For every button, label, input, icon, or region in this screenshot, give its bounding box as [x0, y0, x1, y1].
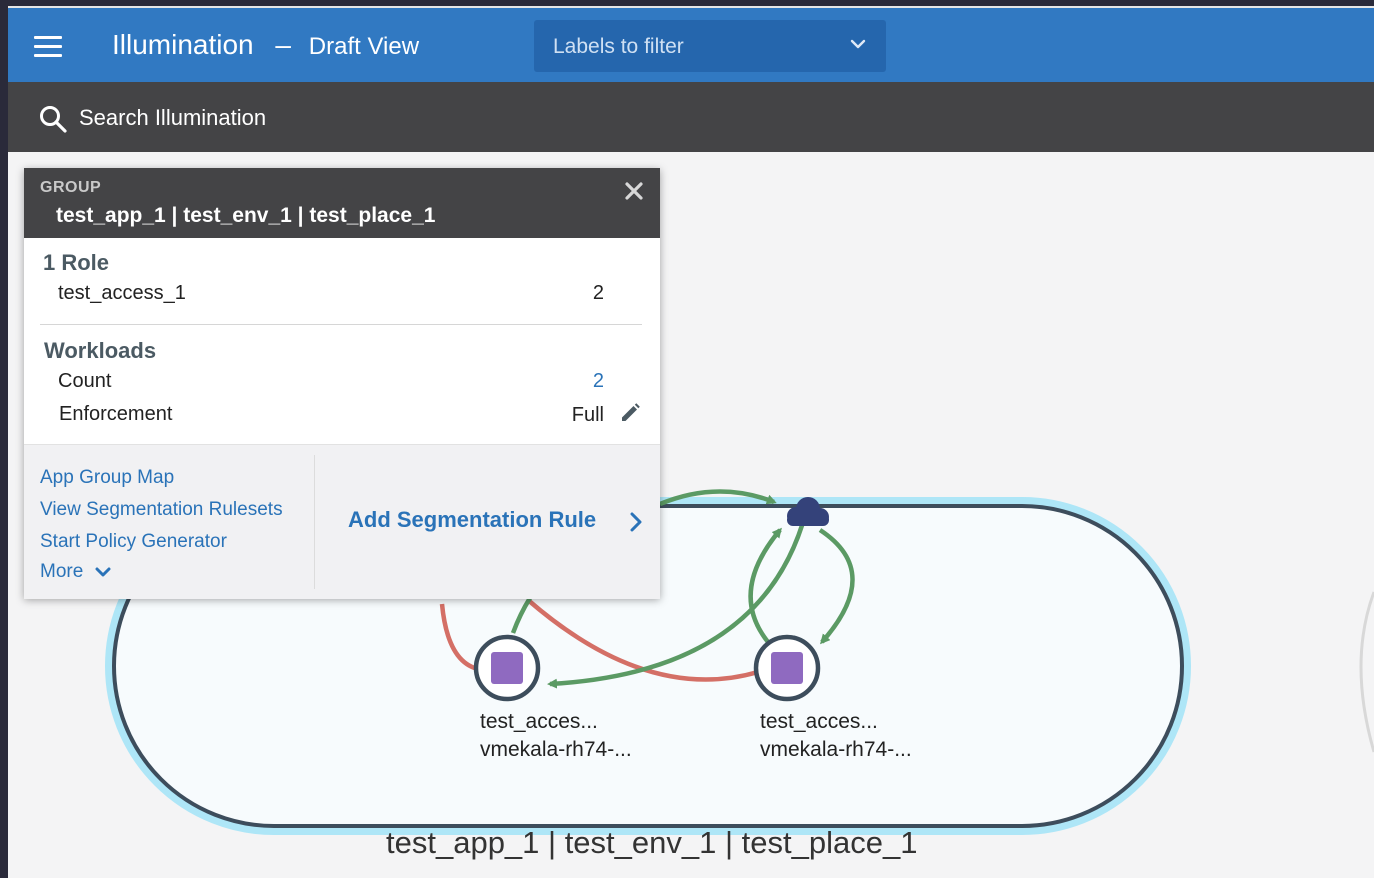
chevron-down-icon	[95, 567, 111, 577]
labels-filter-placeholder: Labels to filter	[553, 35, 684, 58]
view-mode: Draft View	[308, 33, 420, 60]
app-name: Illumination	[112, 29, 254, 60]
enforcement-label: Enforcement	[59, 403, 173, 425]
role-name[interactable]: test_access_1	[58, 282, 186, 304]
menu-icon[interactable]	[28, 30, 68, 64]
section-divider	[40, 324, 642, 325]
more-menu-button[interactable]: More	[40, 561, 111, 583]
workloads-title: Workloads	[44, 338, 157, 363]
workload-label: test_acces... vmekala-rh74-...	[480, 708, 632, 764]
popup-group-name: test_app_1 | test_env_1 | test_place_1	[56, 204, 436, 227]
group-popup: GROUP test_app_1 | test_env_1 | test_pla…	[24, 168, 660, 599]
allowed-edge	[748, 527, 782, 644]
group-label[interactable]: test_app_1 | test_env_1 | test_place_1	[386, 825, 918, 860]
labels-filter-dropdown[interactable]: Labels to filter	[534, 20, 886, 72]
search-icon	[40, 106, 67, 133]
count-label: Count	[58, 370, 112, 392]
allowed-edge	[510, 596, 532, 634]
workload-label: test_acces... vmekala-rh74-...	[760, 708, 912, 764]
chevron-right-icon[interactable]	[628, 511, 644, 533]
footer-divider	[314, 455, 315, 589]
more-label: More	[40, 561, 84, 582]
close-icon[interactable]	[622, 179, 646, 203]
app-title: Illumination – Draft View	[112, 28, 419, 64]
neighbor-group-edge	[1359, 591, 1374, 753]
allowed-edge	[659, 489, 777, 507]
title-separator: –	[275, 29, 291, 60]
start-policy-generator-link[interactable]: Start Policy Generator	[40, 531, 227, 552]
pencil-icon[interactable]	[619, 402, 641, 424]
popup-header: GROUP test_app_1 | test_env_1 | test_pla…	[24, 168, 660, 238]
search-bar[interactable]: Search Illumination	[8, 82, 1374, 152]
allowed-edge	[547, 511, 809, 689]
count-value-link[interactable]: 2	[592, 370, 604, 392]
role-count: 2	[592, 282, 604, 304]
workload-role-name: test_acces...	[480, 710, 598, 733]
workload-node[interactable]	[753, 634, 821, 702]
app-group-map-link[interactable]: App Group Map	[40, 467, 175, 488]
top-header: Illumination – Draft View Labels to filt…	[8, 6, 1374, 82]
enforcement-value: Full	[571, 404, 604, 426]
roles-title: 1 Role	[43, 250, 110, 275]
popup-footer: App Group Map View Segmentation Rulesets…	[24, 444, 660, 599]
app-window: Illumination – Draft View Labels to filt…	[8, 6, 1374, 878]
chevron-down-icon	[850, 39, 866, 49]
workload-role-name: test_acces...	[760, 710, 878, 733]
workload-node[interactable]	[473, 634, 541, 702]
cloud-icon[interactable]	[787, 497, 829, 526]
allowed-edge	[818, 528, 855, 645]
search-label: Search Illumination	[79, 105, 267, 130]
view-segmentation-rulesets-link[interactable]: View Segmentation Rulesets	[40, 499, 283, 520]
workload-host-name: vmekala-rh74-...	[760, 738, 912, 761]
add-segmentation-rule-button[interactable]: Add Segmentation Rule	[348, 507, 597, 532]
workload-host-name: vmekala-rh74-...	[480, 738, 632, 761]
popup-type: GROUP	[40, 179, 102, 196]
